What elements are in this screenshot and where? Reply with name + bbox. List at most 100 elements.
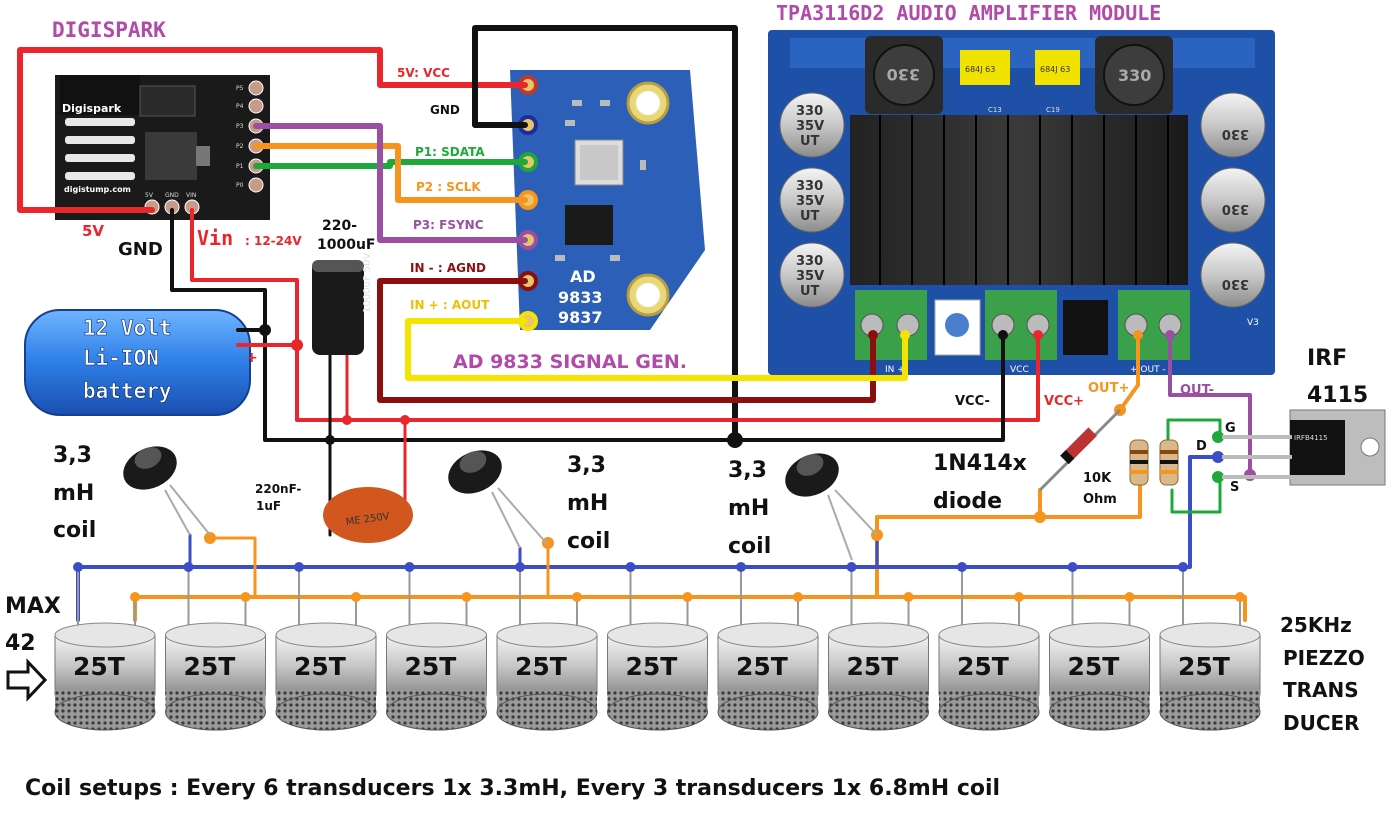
orange-bus-dot	[130, 592, 140, 602]
transducer-label: 25T	[515, 652, 567, 681]
amp-inductor-left: 330	[865, 36, 943, 114]
blue-bus-dot	[1178, 562, 1188, 572]
transducer: 25T	[275, 567, 377, 731]
wire-aout	[405, 318, 908, 381]
amplifier-title: TPA3116D2 AUDIO AMPLIFIER MODULE	[776, 1, 1161, 25]
pin-p4-label: P4	[236, 103, 244, 110]
cap1-line3: UT	[800, 134, 820, 149]
amp-terminals: IN + VCC + OUT - V3	[855, 290, 1259, 375]
inductor-code-right: 330	[1118, 66, 1151, 85]
resistor-label1: 10K	[1083, 471, 1112, 486]
diode-label1: 1N414x	[933, 451, 1027, 476]
label-pin-agnd: IN - : AGND	[410, 261, 486, 275]
wire-sdata	[253, 159, 528, 169]
orange-bus-dot	[572, 592, 582, 602]
transducer: 25T	[1159, 567, 1261, 731]
cap3-line2: 35V	[796, 269, 824, 284]
transducer: 25T	[165, 567, 266, 731]
signal-gen-title: AD 9833 SIGNAL GEN.	[453, 351, 687, 373]
power-pin-5v-label: 5V	[145, 192, 154, 199]
cap-large-label2: 1000uF	[317, 237, 376, 253]
label-out-plus: OUT+	[1088, 381, 1129, 396]
cap-small-label2: 1uF	[256, 499, 281, 513]
orange-bus-dot	[351, 592, 361, 602]
label-pin-vcc: 5V: VCC	[397, 66, 450, 80]
cap4-line1: 330	[1222, 126, 1249, 141]
c19-label: C19	[1046, 106, 1060, 114]
cap2-line3: UT	[800, 209, 820, 224]
orange-bus-dot	[903, 592, 914, 602]
pin-p5-label: P5	[236, 85, 244, 92]
cap-small-label1: 220nF-	[255, 482, 301, 496]
blue-bus-dot	[515, 562, 525, 572]
blue-bus-dot	[736, 562, 746, 572]
cap3-line1: 330	[796, 254, 823, 269]
input-arrow-icon	[6, 658, 48, 702]
coil1-label3: coil	[53, 518, 96, 543]
transducer-label: 25T	[184, 652, 236, 681]
pin-p0-label: P0	[236, 182, 244, 189]
label-out-minus: OUT-	[1180, 383, 1214, 398]
orange-bus-dot	[682, 592, 693, 602]
label-5v: 5V	[82, 222, 104, 240]
digispark-board: Digispark digistump.com P5 P4 P3 P2 P1 P…	[55, 75, 270, 220]
label-pin-sdata: P1: SDATA	[415, 145, 485, 159]
pin-p2-label: P2	[236, 143, 244, 150]
digispark-title: DIGISPARK	[52, 18, 166, 42]
orange-bus-dot	[240, 592, 251, 602]
resistors	[1129, 439, 1179, 486]
wire-out-plus	[1118, 333, 1140, 412]
pin-p3-label: P3	[236, 123, 244, 130]
transducer-label: 25T	[1178, 652, 1230, 681]
orange-bus-dot	[461, 592, 472, 602]
terminal-vcc-label: VCC	[1010, 365, 1029, 375]
transducer: 25T	[828, 567, 929, 731]
label-pin-gnd: GND	[430, 103, 460, 117]
terminal-out-label: + OUT -	[1130, 365, 1166, 375]
ad9833-module: AD 9833 9837	[510, 70, 705, 331]
cap3-line3: UT	[800, 284, 820, 299]
transducer-label: 25T	[405, 652, 457, 681]
digispark-url: digistump.com	[64, 185, 131, 194]
transducer: 25T	[1049, 567, 1150, 731]
max-label2: 42	[5, 631, 36, 656]
orange-bus-dot	[1014, 592, 1024, 602]
amp-inductor-right: 330	[1095, 36, 1173, 114]
transducer-desc2: PIEZZO	[1283, 646, 1365, 670]
transducer-label: 25T	[736, 652, 788, 681]
footer-caption: Coil setups : Every 6 transducers 1x 3.3…	[25, 776, 1000, 801]
resistor-label2: Ohm	[1083, 492, 1117, 507]
wire-gnd-main	[170, 208, 1005, 442]
transducer-label: 25T	[1068, 652, 1120, 681]
coil-2	[448, 450, 549, 549]
cap1-line2: 35V	[796, 119, 824, 134]
coil1-label1: 3,3	[53, 443, 92, 468]
transducer-label: 25T	[847, 652, 899, 681]
label-pin-sclk: P2 : SCLK	[416, 180, 481, 194]
cap6-line1: 330	[1222, 276, 1249, 291]
blue-bus-dot	[294, 562, 304, 572]
c13-label: C13	[988, 106, 1002, 114]
label-gnd: GND	[118, 239, 163, 260]
transducer-desc4: DUCER	[1283, 711, 1360, 735]
label-vin: Vin	[197, 226, 233, 250]
transducer-label: 25T	[294, 652, 346, 681]
coil-1	[123, 446, 211, 536]
ad-chip-line2: 9833	[558, 288, 603, 307]
blue-bus-dot	[625, 562, 636, 572]
blue-bus-dot	[1067, 562, 1078, 572]
cap-large-label1: 220-	[322, 218, 357, 234]
wire-5v-vcc	[17, 47, 528, 213]
mosfet-body-text: IRFB4115	[1294, 434, 1328, 442]
transducer-label: 25T	[626, 652, 678, 681]
wire-source-green	[1170, 473, 1222, 514]
film-cap-right-text: 684J 63	[1040, 65, 1070, 74]
orange-bus-dot	[793, 592, 803, 602]
transducer-desc1: 25KHz	[1280, 613, 1352, 637]
digispark-power-pins: 5V GND VIN	[144, 192, 200, 215]
film-cap-left-text: 684J 63	[965, 65, 995, 74]
power-pin-vin-label: VIN	[186, 192, 196, 199]
transducer: 25T	[386, 567, 487, 731]
